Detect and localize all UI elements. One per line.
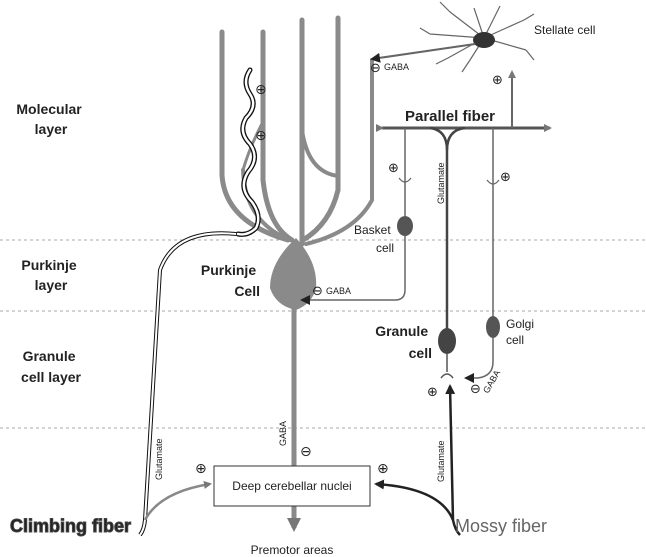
stellate-axon xyxy=(370,43,476,63)
granule-layer-label: Granule cell layer xyxy=(21,348,81,385)
layer-dividers xyxy=(0,239,646,429)
purkinje-gaba-label: GABA xyxy=(278,421,288,446)
granule-axon-split xyxy=(429,126,449,151)
basket-axon xyxy=(300,236,406,305)
purkinje-layer-label: Purkinje layer xyxy=(21,257,80,293)
basket-synapse-fork xyxy=(398,177,412,183)
mossy-fiber-label: Mossy fiber xyxy=(455,516,547,536)
stellate-cell-body xyxy=(473,32,495,48)
golgi-cell-body xyxy=(486,316,500,338)
granule-cell-label: Granule cell xyxy=(375,323,432,361)
granule-axon xyxy=(445,126,466,330)
golgi-axon xyxy=(464,338,494,383)
deep-nuclei-label: Deep cerebellar nuclei xyxy=(232,479,351,493)
basket-cell-label: Basket cell xyxy=(354,223,394,255)
mossy-fiber-to-nuclei xyxy=(374,479,455,521)
granule-cell-body xyxy=(438,328,456,354)
climbing-fiber-axon-inner xyxy=(139,232,237,536)
golgi-cell-label: Golgi cell xyxy=(506,317,537,347)
basket-cell-body xyxy=(397,216,413,236)
purkinje-cell-body xyxy=(270,238,317,310)
golgi-gaba-label: GABA xyxy=(481,368,502,395)
granule-glutamate-label: Glutamate xyxy=(436,162,446,204)
climbing-nuclei-excitatory: ⊕ xyxy=(195,461,207,477)
deep-nuclei-box xyxy=(213,465,371,507)
golgi-excitatory: ⊕ xyxy=(500,170,511,185)
basket-inhibitory: ⊖ xyxy=(312,284,323,299)
parallel-fiber-label: Parallel fiber xyxy=(405,108,495,125)
golgi-inhibitory: ⊖ xyxy=(470,382,481,397)
climbing-fiber-to-nuclei xyxy=(143,480,212,521)
stellate-cell xyxy=(419,1,535,73)
climbing-glutamate-label: Glutamate xyxy=(154,438,164,480)
basket-gaba-label: GABA xyxy=(326,286,351,296)
climbing-fiber-wrap-inner xyxy=(236,68,260,236)
climbing-wrap-excitatory-1: ⊕ xyxy=(255,82,267,98)
mossy-fiber-axon xyxy=(445,384,461,536)
granule-excitatory: ⊕ xyxy=(427,385,438,400)
purkinje-inhibitory: ⊖ xyxy=(300,444,312,460)
stellate-inhibitory: ⊖ xyxy=(370,61,381,76)
golgi-synapse-fork xyxy=(486,179,500,185)
purkinje-cell-label: Purkinje Cell xyxy=(201,262,260,299)
mossy-glutamate-label: Glutamate xyxy=(436,440,446,482)
output-label: Premotor areas xyxy=(251,543,334,557)
granule-dendrite-fork xyxy=(440,354,454,379)
stellate-excitatory: ⊕ xyxy=(492,73,503,88)
basket-excitatory: ⊕ xyxy=(388,161,399,176)
mossy-nuclei-excitatory: ⊕ xyxy=(377,461,389,477)
stellate-gaba-label: GABA xyxy=(384,62,409,72)
molecular-layer-label: Molecular layer xyxy=(16,101,85,137)
climbing-wrap-excitatory-2: ⊕ xyxy=(255,128,267,144)
stellate-cell-label: Stellate cell xyxy=(534,23,595,37)
climbing-fiber-label: Climbing fiber xyxy=(10,516,131,536)
